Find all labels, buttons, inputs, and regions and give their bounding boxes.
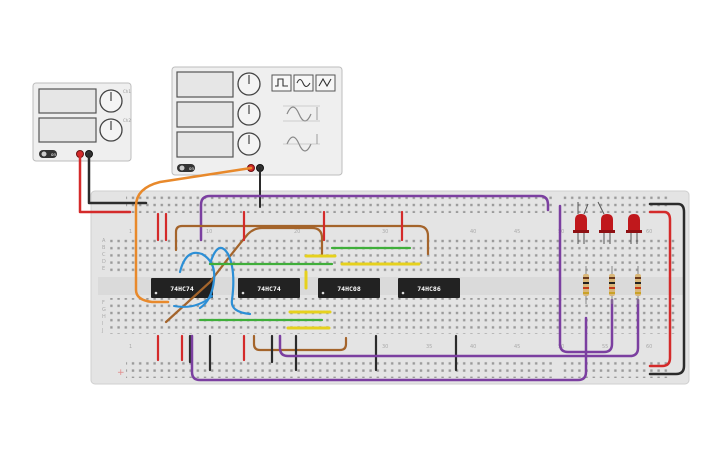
column-number: 20: [294, 229, 300, 235]
row-letter: G: [102, 307, 106, 313]
column-number: 60: [646, 229, 652, 235]
amplitude-display: [176, 101, 234, 128]
row-letter: B: [102, 245, 106, 251]
resistor-2[interactable]: [609, 266, 615, 304]
red-wire[interactable]: [648, 210, 672, 368]
purple-wire[interactable]: [278, 298, 640, 358]
row-letter: F: [102, 300, 105, 306]
column-number: 40: [470, 344, 476, 350]
column-number: 60: [646, 344, 652, 350]
chip-label: 74HC74: [170, 285, 194, 293]
top-power-rail[interactable]: [126, 196, 556, 213]
bottom-power-rail[interactable]: [126, 361, 556, 378]
row-letter: J: [101, 328, 103, 334]
function-generator-on-label: on: [189, 166, 194, 171]
column-number: 35: [426, 344, 432, 350]
column-number: 30: [382, 229, 388, 235]
current-display: [38, 117, 97, 143]
column-number: 1: [129, 344, 132, 350]
black-wire[interactable]: [87, 152, 148, 205]
wires[interactable]: [78, 152, 686, 382]
function-generator[interactable]: on: [171, 66, 343, 176]
frequency-display: [176, 71, 234, 98]
offset-icon: [283, 134, 320, 152]
power-supply-on-label: on: [51, 152, 56, 157]
column-number: 45: [514, 229, 520, 235]
chip-74hc08[interactable]: 74HC08: [318, 278, 380, 298]
square-wave-icon[interactable]: [271, 74, 292, 92]
column-number: 45: [514, 344, 520, 350]
brown-wire[interactable]: [252, 334, 348, 352]
chip-label: 74HC08: [337, 285, 361, 293]
column-number: 10: [206, 229, 212, 235]
rail-plus-sign: +: [117, 368, 125, 378]
blue-wire[interactable]: [173, 295, 213, 308]
row-letter: H: [102, 314, 106, 320]
black-wire[interactable]: [648, 202, 686, 376]
amplitude-icon: [283, 105, 320, 122]
purple-wire[interactable]: [558, 298, 614, 354]
red-wire[interactable]: [78, 152, 132, 214]
chip-74hc74-2[interactable]: 74HC74: [238, 278, 300, 298]
column-number: 30: [382, 344, 388, 350]
chip-label: 74HC74: [257, 285, 281, 293]
brown-wire[interactable]: [174, 224, 430, 256]
blue-wire[interactable]: [208, 246, 252, 316]
led-2[interactable]: [597, 201, 615, 244]
column-number: 40: [470, 229, 476, 235]
channel-1-label: Ch1: [123, 89, 131, 94]
offset-display: [176, 131, 234, 158]
resistor-3[interactable]: [635, 266, 641, 304]
row-letter: E: [102, 266, 105, 272]
column-number: 1: [129, 229, 132, 235]
orange-wire[interactable]: [134, 166, 253, 304]
resistor-1[interactable]: [583, 266, 589, 304]
column-number: 55: [602, 344, 608, 350]
channel-2-label: Ch2: [123, 118, 131, 123]
power-supply[interactable]: Ch1 Ch2 on: [32, 82, 132, 162]
voltage-display: [38, 88, 97, 114]
row-letter: I: [102, 321, 103, 327]
sine-wave-icon[interactable]: [293, 74, 314, 92]
purple-wire[interactable]: [190, 316, 588, 382]
row-letter: C: [102, 252, 106, 258]
chip-label: 74HC86: [417, 285, 441, 293]
lower-terminal-strip[interactable]: [110, 298, 678, 334]
purple-wire[interactable]: [199, 194, 550, 242]
upper-terminal-strip[interactable]: [110, 236, 678, 272]
led-3[interactable]: [626, 214, 642, 244]
triangle-wave-icon[interactable]: [315, 74, 336, 92]
row-letter: A: [102, 238, 106, 244]
led-1[interactable]: [573, 202, 589, 244]
row-letter: D: [102, 259, 106, 265]
chip-74hc86[interactable]: 74HC86: [398, 278, 460, 298]
